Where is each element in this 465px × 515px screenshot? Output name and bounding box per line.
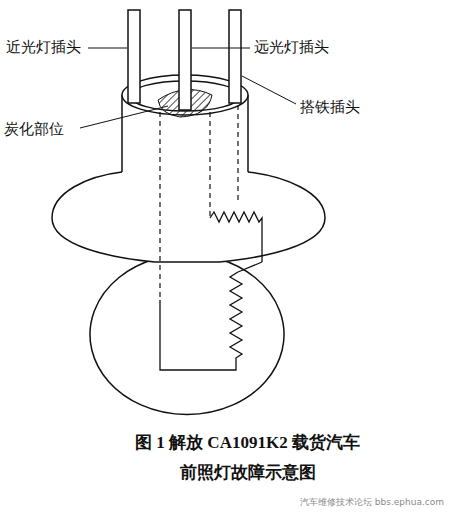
leader-line [192,48,250,49]
leader-line [88,48,127,49]
part-label: 搭铁插头 [300,98,360,116]
bulb-globe [90,259,284,415]
bulb-flange [52,172,325,262]
hidden-lead [159,112,160,300]
socket-side [247,95,249,172]
leader-line [242,76,296,104]
figure-caption: 图 1 解放 CA1091K2 载货汽车 前照灯故障示意图 [120,428,375,488]
high-beam-pin [179,10,191,110]
hidden-lead [209,112,210,218]
filament [210,212,262,262]
filament [160,272,242,370]
hidden-lead [237,105,238,200]
leader-line [80,106,168,128]
part-label: 炭化部位 [4,120,64,138]
socket-side [121,95,123,172]
watermark: 汽车维修技术论坛 bbs.ephua.com [300,497,444,508]
low-beam-pin [128,10,140,103]
part-label: 远光灯插头 [254,38,329,56]
part-label: 近光灯插头 [6,38,81,56]
filament-break [238,262,262,272]
ground-pin [229,10,241,103]
